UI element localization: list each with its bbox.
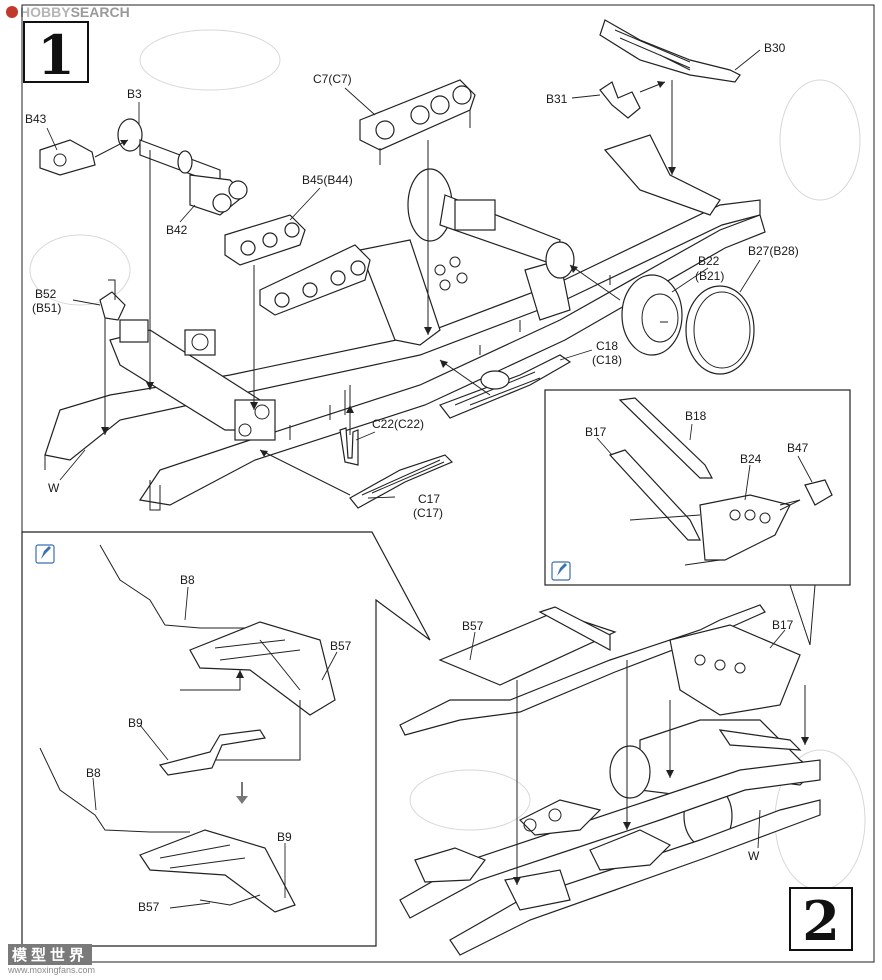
leader-lines-step1 bbox=[46, 49, 761, 499]
label-b31: B31 bbox=[546, 92, 568, 106]
watermark-suffix: SEARCH bbox=[70, 4, 130, 20]
label-b27: B27(B28) bbox=[748, 244, 799, 258]
watermark-cn: 模型世界 bbox=[8, 944, 93, 965]
label-b51: (B51) bbox=[32, 301, 61, 315]
label-b17-step2: B17 bbox=[772, 618, 794, 632]
label-b8-upper: B8 bbox=[180, 573, 195, 587]
logo-mark-icon bbox=[6, 6, 18, 18]
step-two-number: 2 bbox=[802, 889, 840, 953]
paint-brush-icon bbox=[557, 563, 567, 576]
label-b57-upper: B57 bbox=[330, 639, 352, 653]
chassis-frame-step1 bbox=[44, 134, 766, 511]
front-axle-parts bbox=[39, 118, 248, 216]
label-b21: (B21) bbox=[695, 269, 724, 283]
leaf-spring-c17 bbox=[349, 454, 454, 509]
u-bolt-c22 bbox=[339, 427, 359, 466]
label-b47: B47 bbox=[787, 441, 809, 455]
label-c17: C17 bbox=[418, 492, 440, 506]
label-b18: B18 bbox=[685, 409, 707, 423]
paint-brush-icon bbox=[41, 546, 51, 559]
label-b57-lower: B57 bbox=[138, 900, 160, 914]
label-b52: B52 bbox=[35, 287, 57, 301]
label-w-step1: W bbox=[48, 481, 60, 495]
label-b3: B3 bbox=[127, 87, 142, 101]
watermark-url: www.moxingfans.com bbox=[8, 965, 96, 975]
assembly-arrows-step1 bbox=[94, 80, 676, 496]
page-frame bbox=[21, 4, 875, 963]
label-b9-lower: B9 bbox=[277, 830, 292, 844]
brake-drum-b22-b27 bbox=[621, 274, 755, 375]
step-one-box: 1 bbox=[23, 21, 89, 87]
spring-hanger-c7 bbox=[359, 79, 476, 165]
label-c18: C18 bbox=[596, 339, 618, 353]
label-w-step2: W bbox=[748, 849, 760, 863]
step-one-number: 1 bbox=[37, 23, 75, 87]
label-b42: B42 bbox=[166, 223, 188, 237]
label-b45: B45(B44) bbox=[302, 173, 353, 187]
spring-hanger-b45 bbox=[224, 214, 371, 316]
watermark-footer: 模型世界 www.moxingfans.com bbox=[8, 944, 168, 975]
label-b43: B43 bbox=[25, 112, 47, 126]
label-b8-lower: B8 bbox=[86, 766, 101, 780]
leaf-spring-c18 bbox=[439, 354, 572, 419]
label-b22: B22 bbox=[698, 254, 720, 268]
detail-box-left: B8 B57 B9 B8 B9 B57 bbox=[21, 531, 431, 947]
label-b9-upper: B9 bbox=[128, 716, 143, 730]
label-b24: B24 bbox=[740, 452, 762, 466]
detail-box-right: B18 B17 B24 B47 bbox=[544, 389, 851, 586]
shackle-b52 bbox=[99, 291, 126, 321]
watermark-logo: HOBBYSEARCH bbox=[6, 4, 130, 20]
label-c17-sub: (C17) bbox=[413, 506, 443, 520]
label-c18-sub: (C18) bbox=[592, 353, 622, 367]
label-b57-step2: B57 bbox=[462, 619, 484, 633]
label-b17-detail: B17 bbox=[585, 425, 607, 439]
watermark-brand: HOBBY bbox=[20, 4, 71, 20]
label-c7: C7(C7) bbox=[313, 72, 352, 86]
leaf-spring-b30 bbox=[599, 19, 741, 83]
label-c22: C22(C22) bbox=[372, 417, 424, 431]
chassis-frame-step2: B57 B17 W bbox=[399, 604, 821, 956]
step-two-box: 2 bbox=[789, 887, 853, 953]
label-b30: B30 bbox=[764, 41, 786, 55]
bracket-b31 bbox=[599, 81, 641, 119]
bleed-through bbox=[29, 29, 866, 891]
labels-step1: B43 B3 C7(C7) B30 B31 B42 B45(B44) B52 (… bbox=[25, 41, 799, 520]
